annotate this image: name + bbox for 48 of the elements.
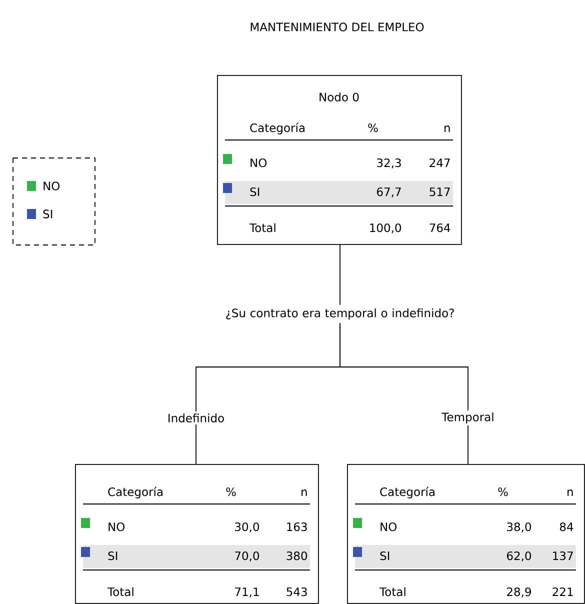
total-label: Total: [380, 587, 406, 596]
percent-value: 30,0: [235, 522, 260, 532]
category-label: NO: [380, 522, 397, 532]
percent-value: 71,1: [235, 588, 259, 598]
count-value: 221: [552, 587, 573, 596]
column-header: n: [302, 490, 307, 496]
percent-value: 38,0: [507, 522, 532, 532]
column-header: n: [444, 126, 450, 132]
node-box: [75, 464, 319, 604]
count-value: 137: [553, 551, 573, 560]
column-header: %: [226, 487, 236, 496]
column-header: %: [498, 487, 508, 496]
category-label: NO: [108, 522, 125, 532]
category-label: SI: [380, 551, 390, 560]
connector-line: [339, 244, 340, 306]
count-value: 163: [287, 522, 307, 532]
chart-title: MANTENIMIENTO DEL EMPLEO: [250, 22, 424, 32]
edge-label: Temporal: [440, 410, 496, 426]
total-label: Total: [250, 223, 276, 232]
category-label: SI: [108, 551, 118, 560]
count-value: 247: [430, 158, 450, 167]
column-header: Categoría: [380, 486, 434, 498]
category-label: NO: [250, 158, 267, 168]
count-value: 764: [430, 223, 450, 232]
column-header: %: [368, 123, 378, 132]
column-header: n: [568, 490, 573, 496]
count-value: 517: [430, 188, 450, 196]
split-question: ¿Su contrato era temporal o indefinido?: [226, 308, 454, 320]
percent-value: 62,0: [507, 551, 532, 562]
column-header: Categoría: [108, 486, 162, 498]
legend-label: SI: [43, 210, 52, 218]
category-label: SI: [250, 187, 260, 196]
connector-line: [340, 322, 468, 464]
count-value: 84: [560, 522, 574, 532]
legend-label: NO: [44, 182, 60, 190]
node-box: [347, 464, 585, 604]
edge-label: Indefinido: [165, 412, 227, 424]
percent-value: 100,0: [370, 223, 402, 234]
count-value: 380: [286, 551, 308, 560]
count-value: 543: [286, 587, 307, 596]
column-header: Categoría: [250, 122, 304, 134]
percent-value: 70,0: [235, 551, 260, 562]
node-title: Nodo 0: [320, 92, 359, 102]
percent-value: 67,7: [377, 187, 401, 198]
percent-value: 28,9: [507, 587, 531, 598]
total-label: Total: [108, 587, 134, 596]
percent-value: 32,3: [377, 158, 401, 168]
node-box: [217, 75, 462, 245]
